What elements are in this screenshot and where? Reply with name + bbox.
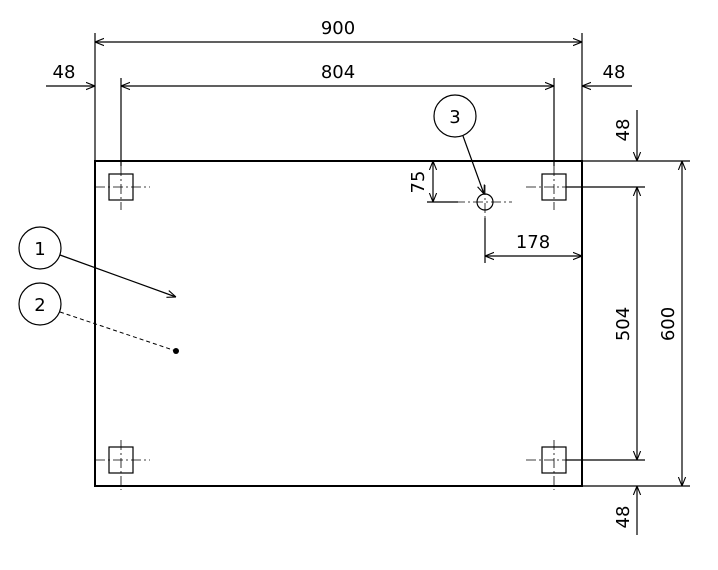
- balloon-3: [433, 94, 477, 138]
- plate-outline: [94, 160, 583, 487]
- balloon-3-label: 3: [449, 107, 460, 128]
- dim-text-48-right: 48: [603, 62, 626, 83]
- leader-line-1: [59, 254, 176, 297]
- corner-hole-bottom-right: [526, 440, 582, 490]
- dim-text-48-left: 48: [53, 62, 76, 83]
- leader-line-2: [59, 311, 177, 352]
- part3-hole: [455, 185, 512, 218]
- dim-text-900: 900: [321, 18, 355, 39]
- leader-dot-2: [173, 348, 179, 354]
- corner-hole-top-right: [526, 166, 582, 210]
- dim-text-178: 178: [516, 232, 550, 253]
- dim-text-48-bottom: 48: [613, 506, 634, 529]
- balloon-2-label: 2: [34, 295, 45, 316]
- balloon-2: [18, 282, 62, 326]
- balloon-1: [18, 226, 62, 270]
- corner-hole-bottom-left: [95, 440, 150, 490]
- dim-text-600: 600: [658, 307, 679, 341]
- dim-text-48-top: 48: [613, 119, 634, 142]
- balloon-1-label: 1: [34, 239, 45, 260]
- corner-hole-top-left: [95, 166, 150, 210]
- dim-text-804: 804: [321, 62, 355, 83]
- dim-text-504: 504: [613, 307, 634, 341]
- dim-text-75: 75: [408, 171, 429, 194]
- leader-line-3: [462, 135, 484, 194]
